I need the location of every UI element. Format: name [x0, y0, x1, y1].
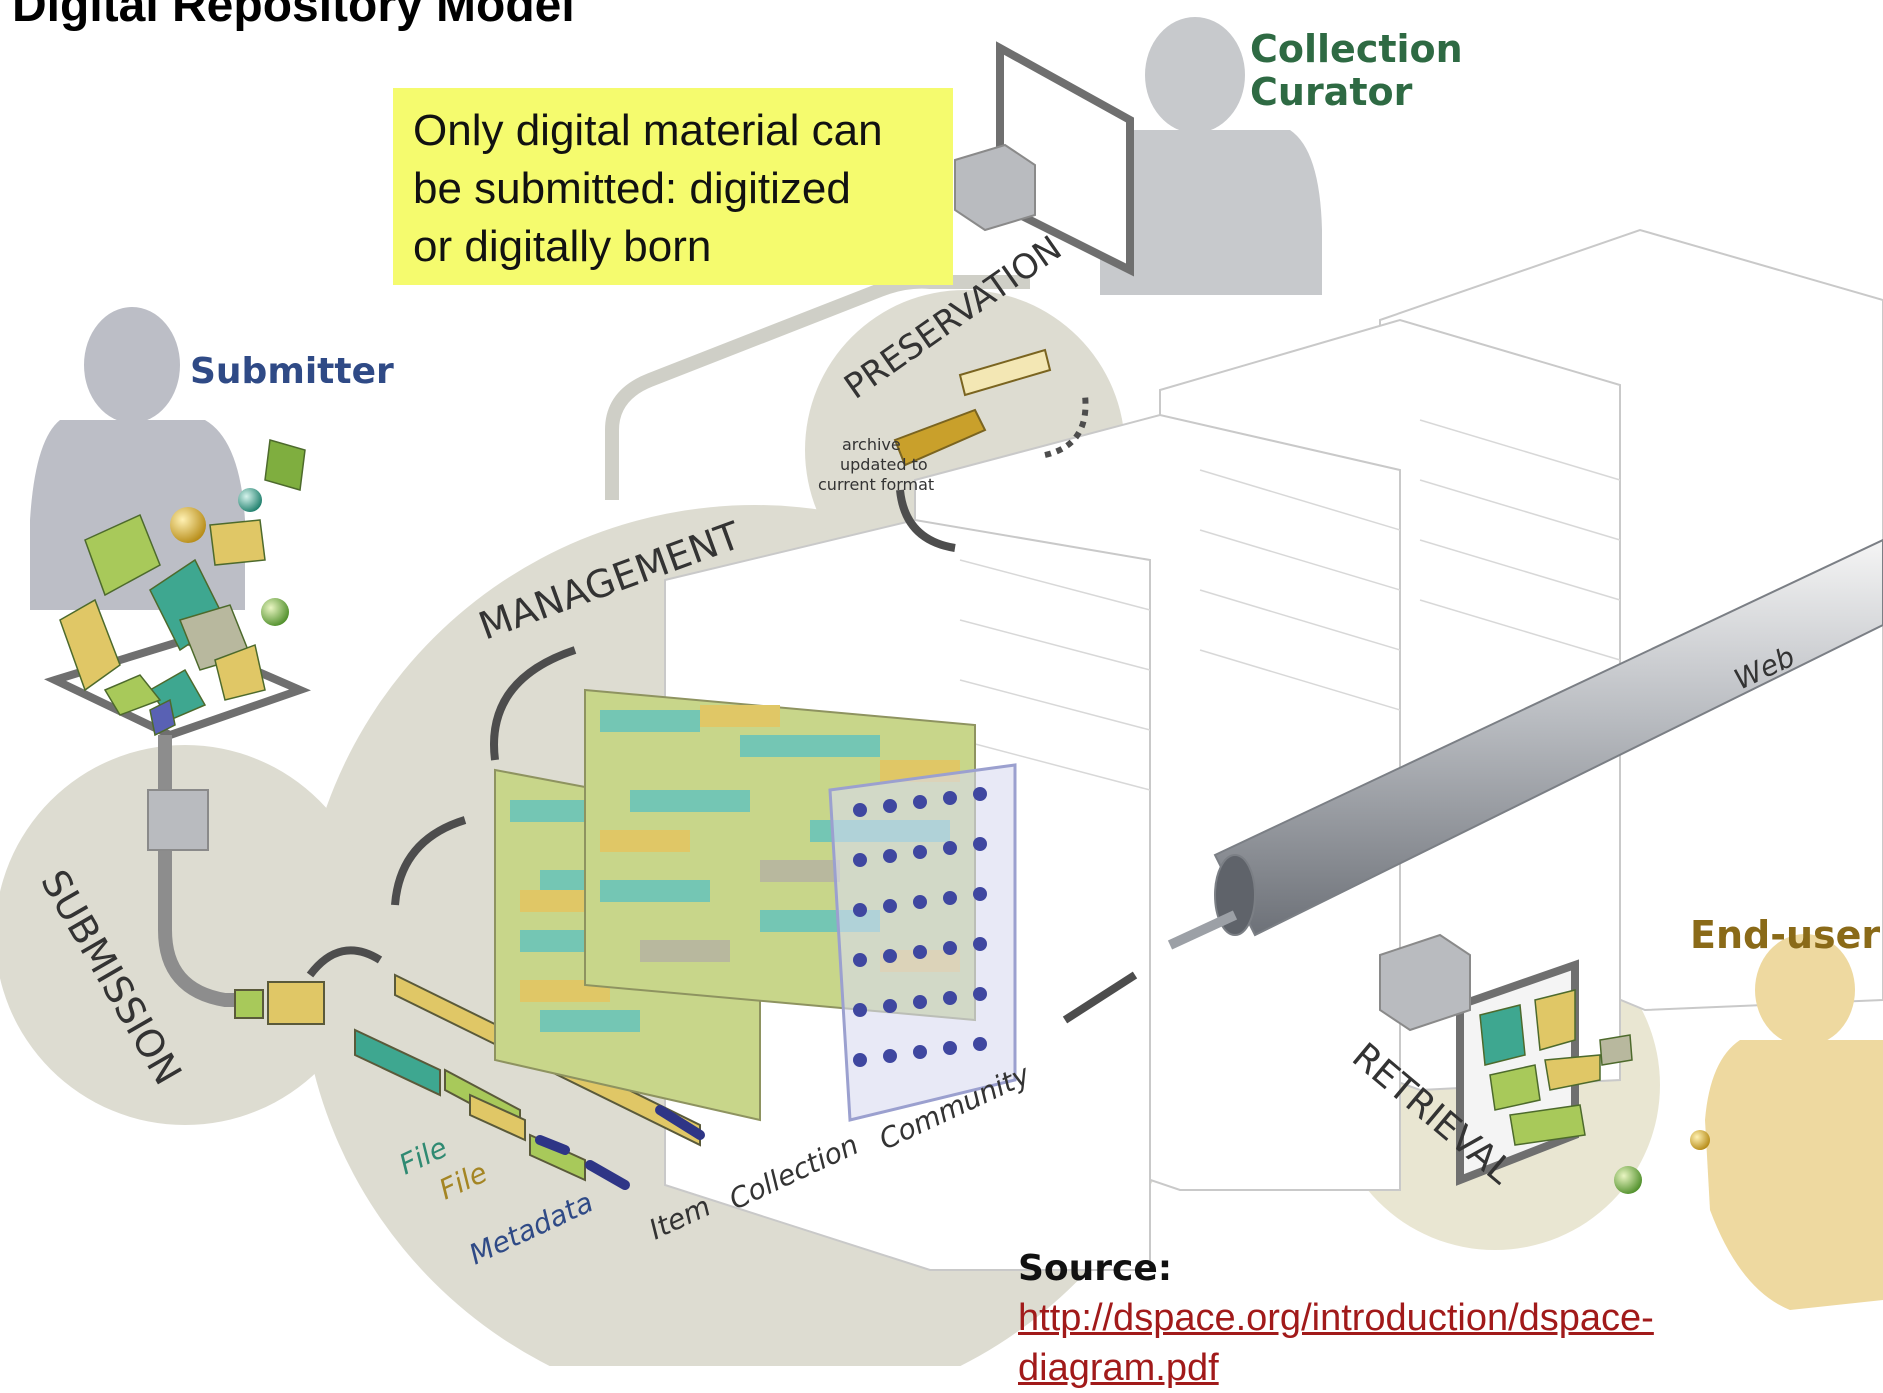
preservation-note-line2: updated to	[840, 455, 928, 474]
digital-material-callout: Only digital material can be submitted: …	[393, 88, 953, 285]
end-user-label: End-user	[1690, 913, 1880, 957]
curator-label-line1: Collection	[1250, 27, 1463, 71]
source-label: Source:	[1018, 1248, 1173, 1289]
source-link-continued[interactable]: diagram.pdf	[1018, 1347, 1219, 1389]
retrieved-objects	[1479, 989, 1633, 1146]
submission-circle	[0, 745, 375, 1125]
submission-output-objects	[234, 981, 325, 1025]
blue-rods	[535, 1105, 705, 1190]
callout-line-3: or digitally born	[413, 222, 712, 271]
retrieval-gold-sphere	[1690, 1130, 1710, 1150]
gold-sphere	[170, 507, 206, 543]
retrieval-green-sphere	[1614, 1166, 1642, 1194]
source-citation: Source: http://dspace.org/introduction/d…	[1018, 1245, 1838, 1393]
submitted-objects	[59, 439, 306, 737]
source-link[interactable]: http://dspace.org/introduction/dspace-	[1018, 1297, 1654, 1339]
archive-grid-lines	[959, 419, 1621, 791]
curator-label-line2: Curator	[1250, 70, 1413, 114]
green-sphere	[261, 598, 289, 626]
web-pipe	[1167, 538, 1883, 950]
submitter-label: Submitter	[190, 351, 394, 392]
preservation-note-line3: current format	[818, 475, 934, 494]
curator-person	[1100, 17, 1322, 295]
callout-line-2: be submitted: digitized	[413, 164, 851, 213]
page-title: Digital Repository Model	[12, 0, 575, 32]
callout-line-1: Only digital material can	[413, 106, 883, 155]
end-user-person	[1705, 934, 1883, 1310]
preservation-note-line1: archive	[842, 435, 901, 454]
teal-sphere	[238, 488, 262, 512]
curator-monitor	[954, 41, 1134, 277]
flow-arrows	[306, 489, 1138, 1024]
preservation-arrow	[1044, 394, 1089, 458]
community-rod-frame	[828, 763, 1017, 1122]
preservation-objects	[893, 348, 1052, 467]
